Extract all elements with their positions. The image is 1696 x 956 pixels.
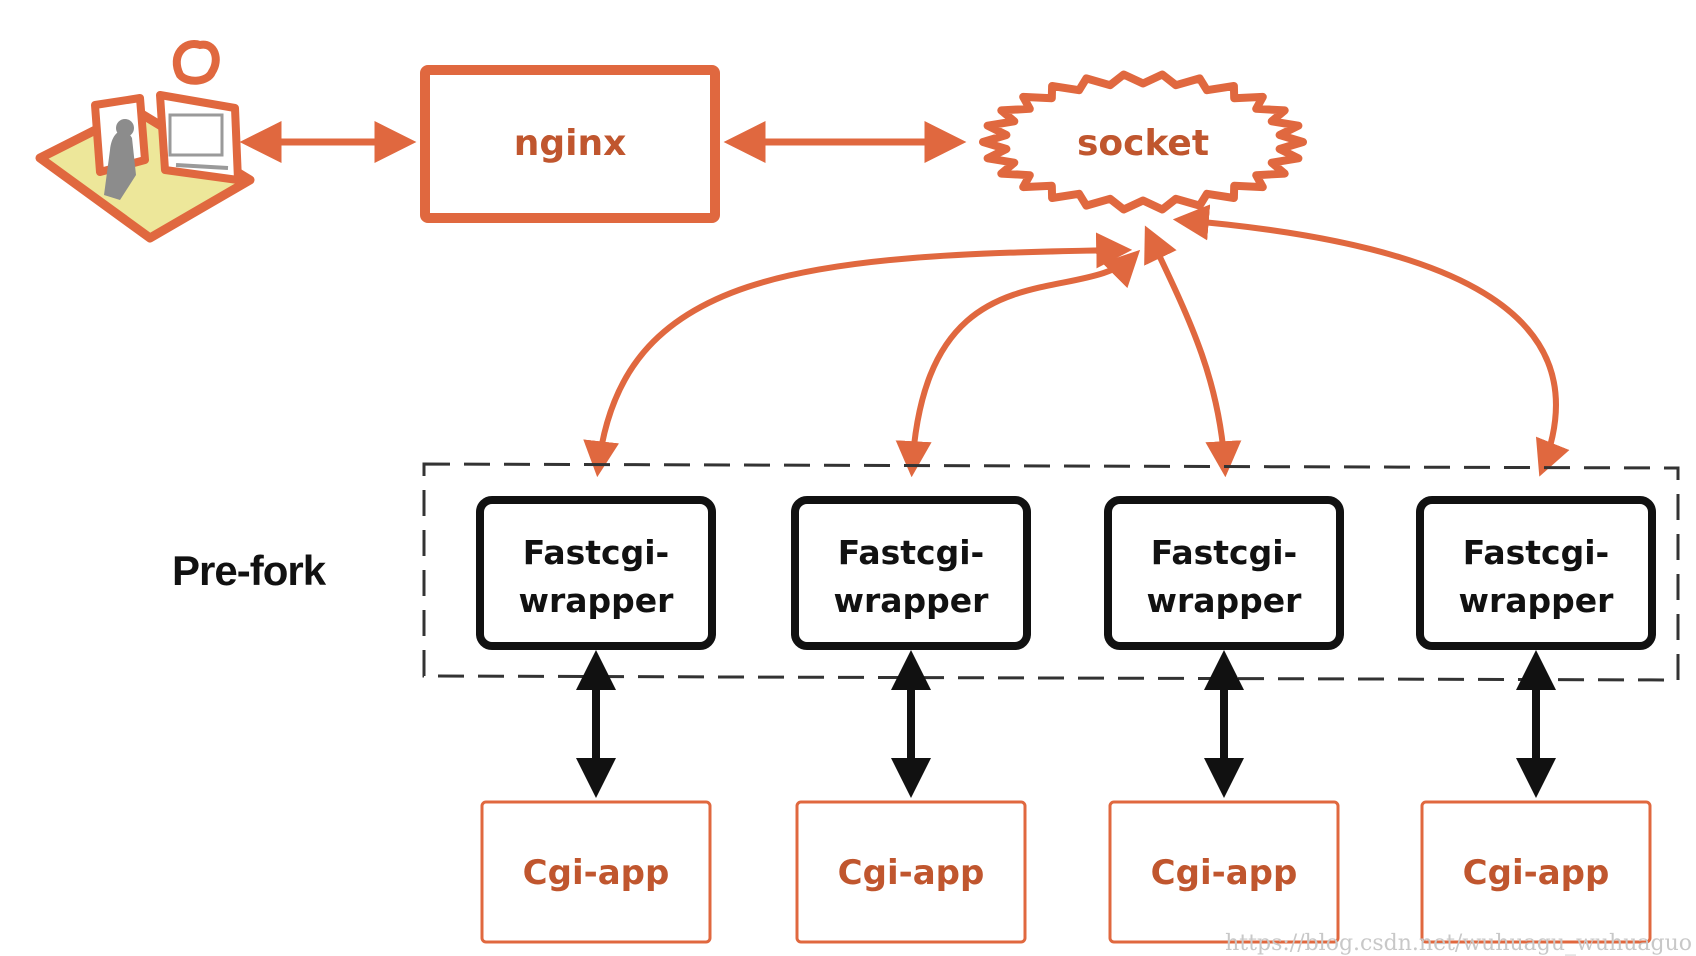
cgi-app-3-label: Cgi-app <box>1151 853 1298 893</box>
socket-label: socket <box>1077 123 1209 164</box>
edge-socket-wrapper-4 <box>1172 204 1570 477</box>
cgi-app-node-2: Cgi-app <box>795 800 1027 944</box>
cgi-app-4-label: Cgi-app <box>1463 853 1610 893</box>
wrapper-1-line2: wrapper <box>519 581 675 620</box>
cgi-app-node-3: Cgi-app <box>1108 800 1340 944</box>
wrapper-node-2: Fastcgi- wrapper <box>791 496 1031 650</box>
cgi-app-2-label: Cgi-app <box>838 853 985 893</box>
wrapper-node-4: Fastcgi- wrapper <box>1416 496 1656 650</box>
wrapper-4-line1: Fastcgi- <box>1463 533 1610 572</box>
wrapper-2-line2: wrapper <box>834 581 990 620</box>
nginx-label: nginx <box>514 123 627 164</box>
wrapper-2-line1: Fastcgi- <box>838 533 985 572</box>
wrapper-4-line2: wrapper <box>1459 581 1615 620</box>
nginx-node: nginx <box>420 65 720 223</box>
edge-socket-wrapper-3 <box>1144 225 1242 478</box>
wrapper-node-1: Fastcgi- wrapper <box>476 496 716 650</box>
cgi-app-node-4: Cgi-app <box>1420 800 1652 944</box>
edge-socket-wrapper-2 <box>895 249 1141 478</box>
prefork-group: Pre-fork <box>172 462 1680 682</box>
wrapper-3-line2: wrapper <box>1147 581 1303 620</box>
edge-socket-wrapper-1 <box>583 232 1133 478</box>
socket-node: socket <box>979 70 1307 214</box>
cgi-app-node-1: Cgi-app <box>480 800 712 944</box>
cgi-app-1-label: Cgi-app <box>523 853 670 893</box>
wrapper-1-line1: Fastcgi- <box>523 533 670 572</box>
wrapper-node-3: Fastcgi- wrapper <box>1104 496 1344 650</box>
prefork-label: Pre-fork <box>172 547 327 594</box>
wrapper-3-line1: Fastcgi- <box>1151 533 1298 572</box>
watermark: https://blog.csdn.net/wuhuagu_wuhuaguo <box>1225 931 1692 956</box>
client-computer-icon <box>35 40 255 243</box>
